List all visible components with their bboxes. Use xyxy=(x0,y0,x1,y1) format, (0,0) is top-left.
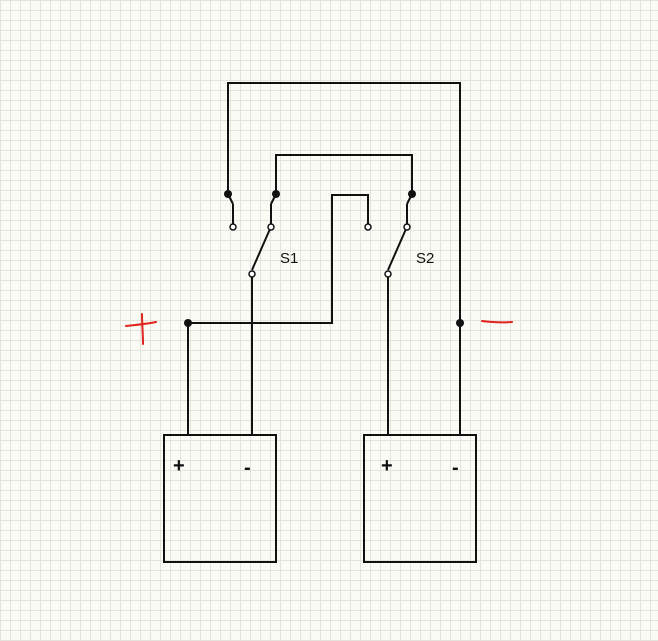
junction-node xyxy=(272,190,280,198)
wire-top-bridge xyxy=(275,154,413,194)
red-minus-annotation xyxy=(481,320,513,324)
right-box-plus-sign: + xyxy=(381,455,393,477)
junction-node xyxy=(224,190,232,198)
device-box-right: + - xyxy=(363,434,477,563)
switch-s1-label: S1 xyxy=(280,250,298,267)
s1-right-contact xyxy=(267,223,275,231)
switch-s2-label: S2 xyxy=(416,250,434,267)
plus-junction-node xyxy=(184,319,192,327)
device-box-left: + - xyxy=(163,434,277,563)
s2-common-contact xyxy=(384,270,392,278)
minus-junction-node xyxy=(456,319,464,327)
left-box-minus-sign: - xyxy=(244,457,251,479)
red-plus-annotation xyxy=(125,313,157,345)
s1-left-contact xyxy=(229,223,237,231)
s1-common-contact xyxy=(248,270,256,278)
s2-right-contact xyxy=(403,223,411,231)
wire-outer-loop xyxy=(227,82,461,435)
switch-s1-blade xyxy=(251,228,271,271)
wire-plus-rail xyxy=(188,194,369,324)
junction-node xyxy=(408,190,416,198)
switch-s2: S2 xyxy=(364,193,434,278)
left-box-plus-sign: + xyxy=(173,455,185,477)
s2-left-contact xyxy=(364,223,372,231)
switch-s1: S1 xyxy=(227,193,298,278)
switch-s2-blade xyxy=(387,228,407,271)
right-box-minus-sign: - xyxy=(452,457,459,479)
